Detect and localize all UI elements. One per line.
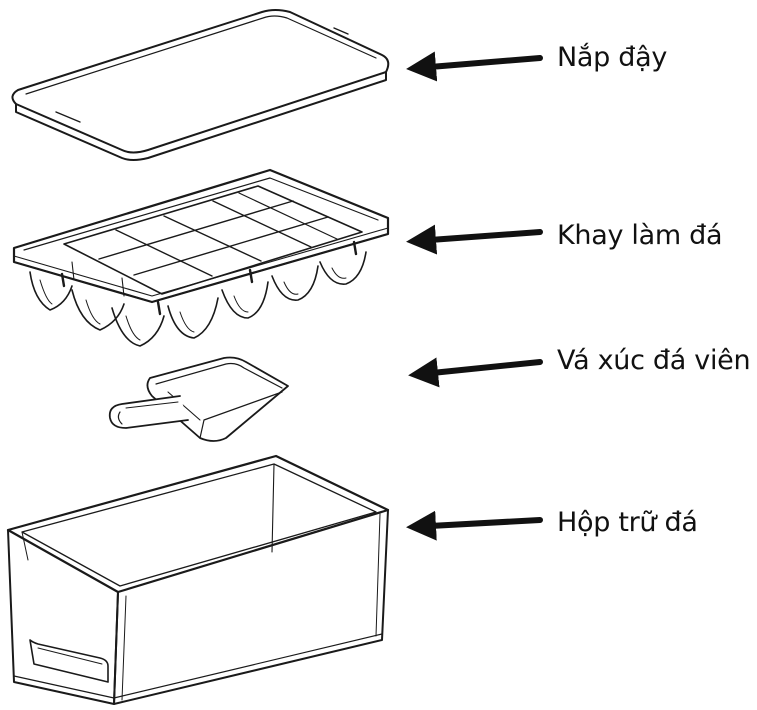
- label-scoop: Vá xúc đá viên: [557, 345, 751, 376]
- label-tray: Khay làm đá: [557, 220, 723, 251]
- storage-box-illustration: [6, 454, 390, 705]
- arrow-left-icon: [406, 51, 543, 82]
- pointer-arrows: [406, 51, 543, 541]
- arrow-left-icon: [406, 510, 543, 541]
- label-box: Hộp trữ đá: [557, 507, 698, 538]
- ice-scoop-illustration: [108, 356, 289, 442]
- arrow-left-icon: [406, 224, 543, 255]
- label-lid: Nắp đậy: [557, 42, 668, 73]
- ice-tray-illustration: [12, 168, 390, 347]
- lid-illustration: [11, 9, 390, 161]
- arrow-left-icon: [408, 357, 543, 388]
